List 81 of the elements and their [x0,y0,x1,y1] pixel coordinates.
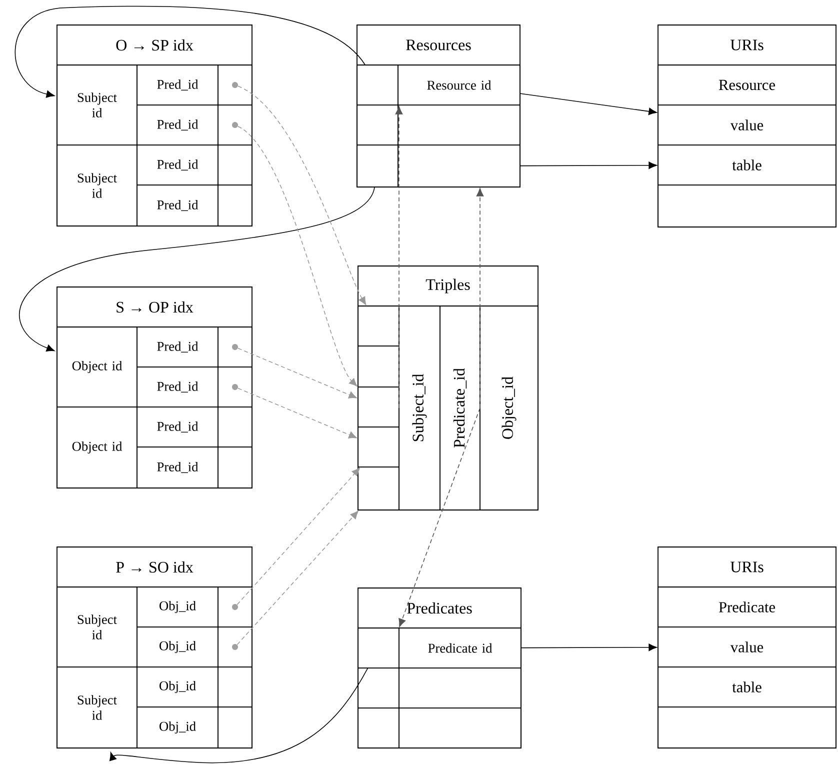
table-cell: Pred_id [136,326,218,368]
table-cell [358,466,400,510]
arrow [395,106,403,408]
table-cell [218,706,252,748]
arrow [238,348,358,398]
table-cell [358,346,400,388]
table-cell: Resource [658,64,836,106]
table-cell: Subject id [56,586,138,668]
arrow [238,126,358,387]
table-cell [398,668,522,708]
table-cell [356,64,398,106]
table-cell: Pred_id [136,104,218,146]
table-title: URIs [730,562,764,572]
table-cell [358,628,400,668]
arrow [236,468,360,605]
table-title: Predicates [407,602,472,614]
arrow [14,6,366,98]
table-cell [358,708,400,748]
table-cell: value [658,104,836,146]
table-cell: value [658,626,836,668]
table-cell [356,104,398,146]
table-cell [398,708,522,748]
table-cell [398,104,520,146]
arrow [238,388,358,438]
table-cell [358,426,400,468]
arrow [398,408,480,628]
arrow [520,644,657,651]
table-cell: Resource id [398,64,520,106]
table-title: Resources [406,40,471,50]
table-cell: Pred_id [136,64,218,106]
table-cell: Pred_id [136,366,218,408]
table-cell: Subject id [56,144,138,226]
table-cell [218,446,252,488]
table-cell [398,144,520,188]
table-cell: table [658,144,836,186]
table-cell: Pred_id [136,184,218,226]
table-cell [218,184,252,226]
table-cell [218,104,252,146]
table-cell: Pred_id [136,406,218,448]
table-cell: table [658,666,836,708]
table-cell: Subject id [56,666,138,748]
table-cell: Predicate [658,586,836,628]
table-cell: Predicate id [398,628,522,668]
table-cell [218,666,252,708]
table-cell: Pred_id [136,144,218,186]
table-title: P → SO idx [116,561,194,573]
table-title: URIs [730,40,764,50]
table-cell: Pred_id [136,446,218,488]
table-cell [658,706,836,748]
table-cell [358,668,400,708]
table-cell [218,406,252,448]
table-cell [218,144,252,186]
table-cell: Subject id [56,64,138,146]
table-cell: Object id [56,406,138,488]
table-cell [356,144,398,188]
table-cell: Object id [56,326,138,408]
table-cell [218,366,252,408]
table-cell: Predicate_id [440,306,480,510]
table-cell [218,626,252,668]
table-cell [358,386,400,428]
arrow [236,510,358,645]
table-cell [658,184,836,228]
table-cell: Obj_id [136,626,218,668]
arrow [520,162,657,169]
table-cell [218,326,252,368]
arrow [238,86,366,306]
table-cell: Obj_id [136,586,218,628]
table-title: O → SP idx [116,39,194,51]
table-title: Triples [426,278,470,294]
arrow [476,188,484,408]
table-cell: Object_id [480,306,538,510]
table-cell: Obj_id [136,706,218,748]
arrow [109,668,368,764]
table-cell [218,64,252,106]
table-cell [358,306,400,346]
table-cell: Subject_id [398,306,440,510]
arrow [520,93,657,116]
table-title: S → OP idx [116,301,194,313]
table-cell [218,586,252,628]
table-cell: Obj_id [136,666,218,708]
arrow [19,186,375,352]
